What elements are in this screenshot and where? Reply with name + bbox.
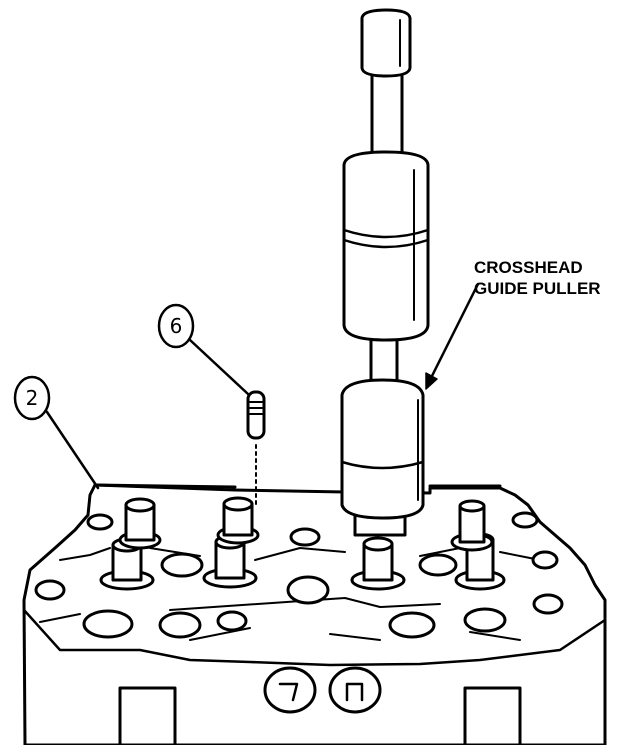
callout-6-bubble: [157, 303, 195, 349]
cylinder-head-side-wall: [22, 608, 607, 667]
puller-label-arrowhead: [425, 372, 438, 390]
crosshead-guides: [99, 496, 506, 591]
dowel-pin: [246, 390, 266, 506]
cylinder-head-rail: [93, 483, 502, 489]
deck-port: [418, 553, 458, 577]
callout-2-leader: [45, 410, 100, 490]
puller-handle: [360, 8, 412, 78]
deck-port: [388, 611, 436, 639]
deck-port: [289, 527, 321, 547]
puller-callout: CROSSHEAD GUIDE PULLER: [425, 258, 601, 390]
callout-2-number: 2: [26, 386, 39, 410]
deck-port: [511, 511, 539, 529]
deck-port: [531, 550, 559, 570]
cylinder-head-casting-lines: [39, 547, 541, 641]
deck-port: [82, 609, 134, 639]
callout-6-leader: [188, 338, 250, 396]
front-boss-mark: [278, 682, 364, 702]
puller-lower-body: [340, 378, 425, 520]
crosshead-guide: [118, 497, 162, 550]
puller-upper-shaft: [370, 70, 404, 164]
deck-port: [34, 579, 66, 601]
puller-label-line2: GUIDE PULLER: [474, 279, 601, 298]
callout-2: 2: [13, 375, 100, 490]
puller-slide-hammer-band: [342, 228, 430, 249]
deck-port: [86, 513, 114, 531]
deck-port: [463, 607, 507, 633]
puller-label-leader: [426, 282, 480, 386]
crosshead-guide: [216, 496, 260, 545]
puller-shading: [399, 19, 419, 501]
front-port: [118, 686, 177, 745]
cylinder-head: [22, 483, 607, 745]
deck-port: [532, 593, 564, 615]
dowel-pin-knurl: [249, 401, 263, 415]
crosshead-guide: [350, 536, 406, 591]
deck-port: [216, 610, 248, 632]
puller-lower-body-band: [340, 460, 425, 470]
crosshead-guide-puller: [340, 8, 430, 537]
callout-6: 6: [157, 303, 250, 396]
cylinder-head-deck: [22, 483, 607, 745]
puller-label-line1: CROSSHEAD: [474, 258, 583, 277]
callout-2-bubble: [13, 375, 51, 421]
front-boss: [263, 666, 317, 714]
deck-port: [160, 552, 204, 578]
deck-port: [286, 575, 330, 605]
callout-6-number: 6: [170, 314, 183, 338]
deck-port: [158, 611, 202, 639]
front-port: [463, 686, 522, 745]
front-boss: [328, 666, 382, 714]
crosshead-guide: [450, 499, 494, 552]
